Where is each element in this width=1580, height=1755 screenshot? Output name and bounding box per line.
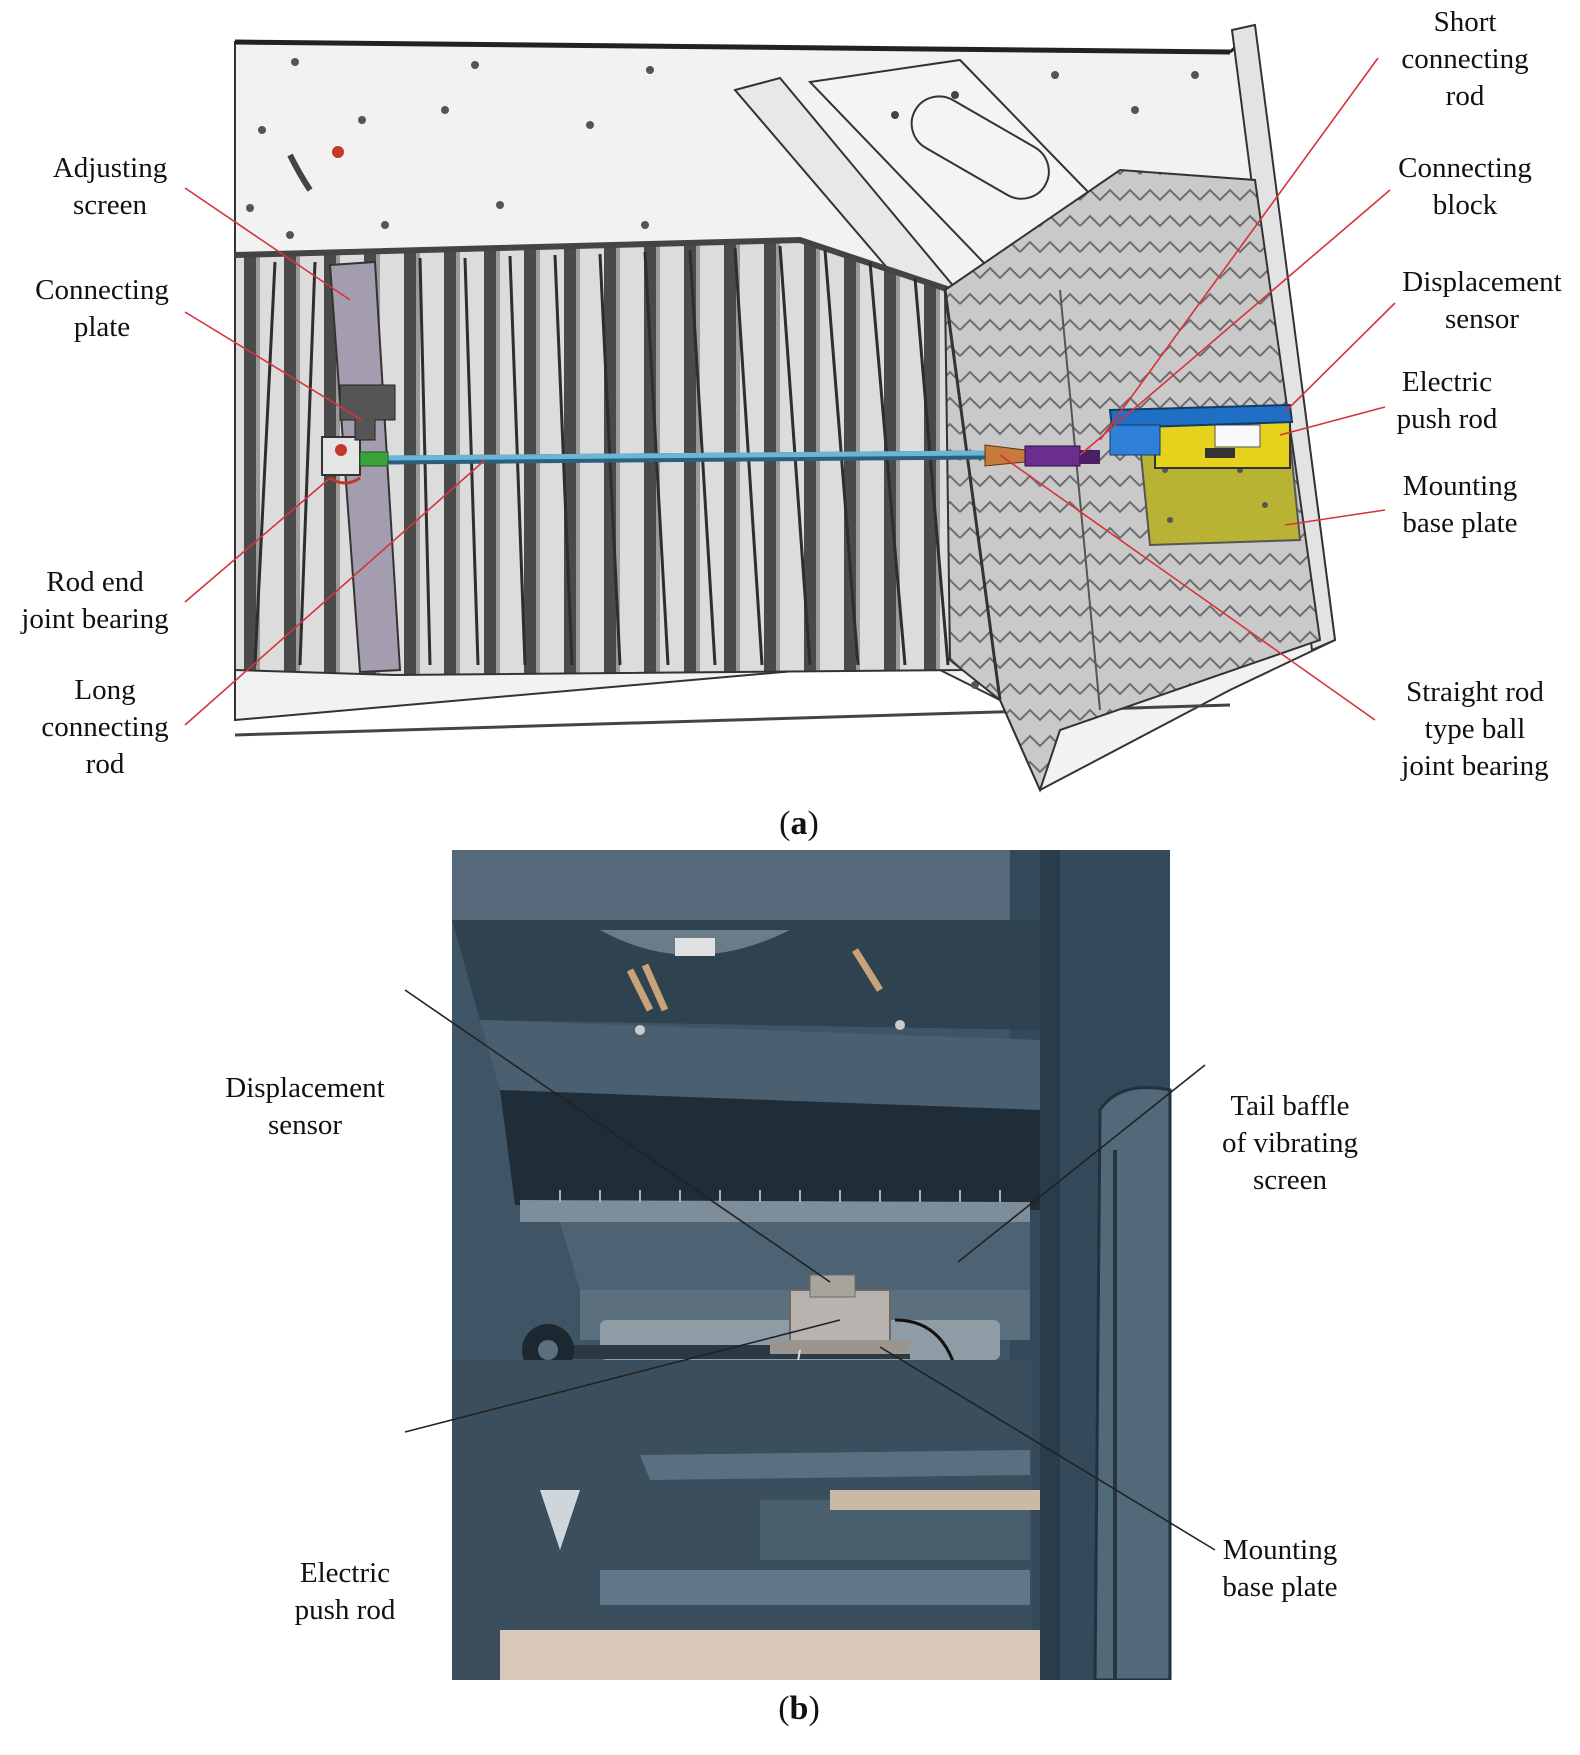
cad-illustration xyxy=(184,23,1396,793)
connecting-plate xyxy=(339,384,396,441)
leader-lines-a xyxy=(184,57,1396,726)
leader-lines-b xyxy=(404,989,1216,1551)
displacement-sensor xyxy=(1108,403,1294,430)
machine-photo xyxy=(404,850,1216,1680)
mounting-base-plate-photo xyxy=(770,1340,910,1354)
short-connecting-rod-body xyxy=(1024,445,1081,467)
adjusting-screen-plate xyxy=(328,260,402,674)
tail-baffle xyxy=(560,1222,1030,1290)
tail-hopper xyxy=(943,168,1322,793)
caption-a: (a) xyxy=(779,805,819,842)
displacement-sensor-photo xyxy=(809,1274,856,1298)
electric-push-rod-photo xyxy=(789,1289,891,1346)
caption-b: (b) xyxy=(778,1690,820,1727)
frame-holes xyxy=(246,58,1199,689)
